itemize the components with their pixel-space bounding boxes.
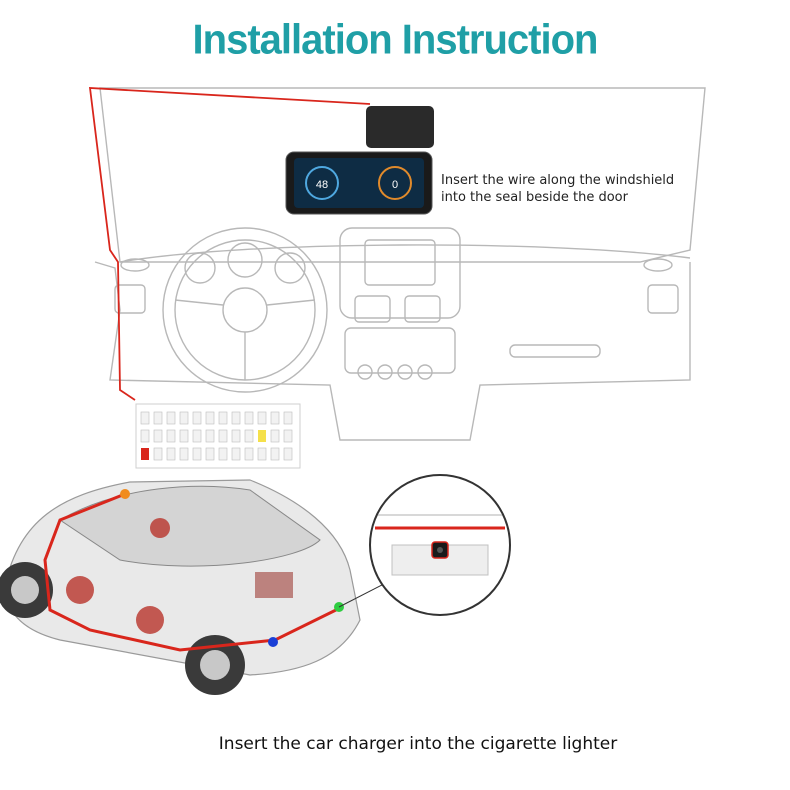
- windshield-caption: Insert the wire along the windshield int…: [441, 172, 674, 206]
- windshield-caption-line-1: Insert the wire along the windshield: [441, 173, 675, 188]
- windshield-caption-line-2: into the seal beside the door: [441, 190, 628, 205]
- rear-camera-zoom-icon: [369, 474, 511, 616]
- svg-text:48: 48: [316, 179, 328, 191]
- zoom-pointer: [338, 584, 383, 608]
- dashboard-line-art: [94, 87, 706, 441]
- marker-blue: [268, 637, 278, 647]
- car-cutaway-icon: [0, 479, 361, 695]
- svg-text:0: 0: [392, 179, 398, 191]
- marker-orange: [120, 489, 130, 499]
- charger-caption: Insert the car charger into the cigarett…: [218, 734, 618, 754]
- page-title: Installation Instruction: [192, 16, 599, 64]
- fuse-box-icon: [135, 403, 301, 469]
- dash-camera-icon: 48 0: [285, 106, 434, 215]
- wire-route: [88, 87, 371, 401]
